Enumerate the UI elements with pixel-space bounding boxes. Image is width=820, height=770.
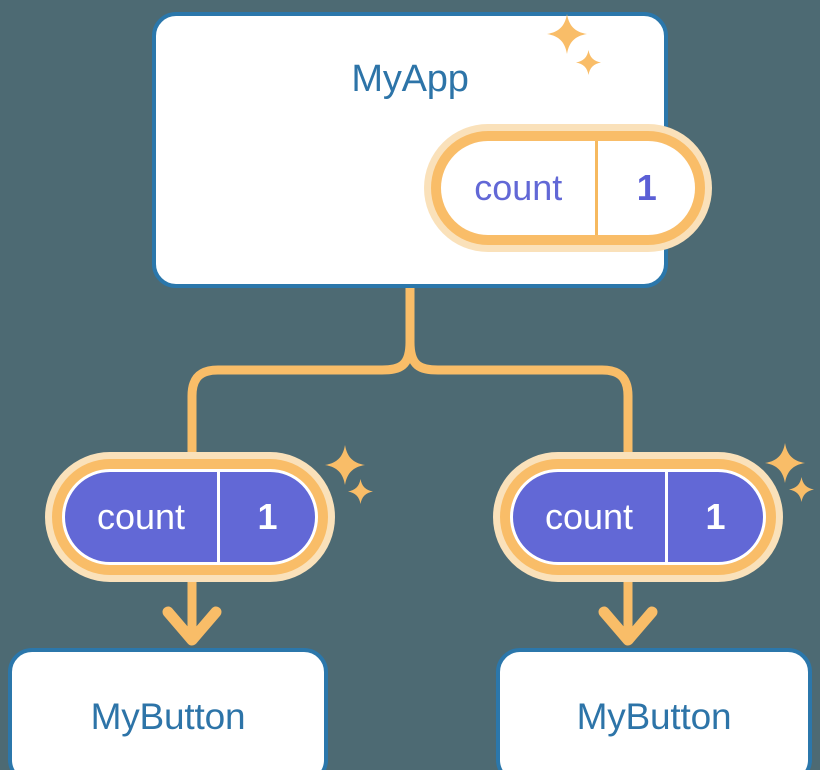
arrow-down-icon <box>162 606 658 646</box>
component-label: MyButton <box>576 695 732 737</box>
component-card-mybutton-left[interactable]: MyButton <box>8 648 328 770</box>
sparkle-small-icon <box>788 476 815 503</box>
state-value-label: 1 <box>705 496 726 537</box>
state-value-label: 1 <box>257 496 278 537</box>
sparkle-small-icon <box>347 478 374 505</box>
component-label: MyButton <box>90 695 246 737</box>
state-pill-root[interactable]: count 1 <box>424 124 712 252</box>
component-card-mybutton-right[interactable]: MyButton <box>496 648 812 770</box>
state-key-label: count <box>65 472 220 562</box>
component-card-myapp[interactable]: MyApp count 1 <box>152 12 712 288</box>
state-key-label: count <box>513 472 668 562</box>
pill-body: count 1 <box>441 141 695 235</box>
pill-body: count 1 <box>510 469 766 565</box>
state-pill-child-left[interactable]: count 1 <box>45 452 335 582</box>
page-title: MyApp <box>351 58 469 100</box>
state-key-label: count <box>441 141 599 235</box>
state-pill-child-right[interactable]: count 1 <box>493 452 783 582</box>
pill-body: count 1 <box>62 469 318 565</box>
sparkle-icon <box>324 444 366 486</box>
sparkle-icon <box>546 13 588 55</box>
state-value-label: 1 <box>636 167 657 208</box>
